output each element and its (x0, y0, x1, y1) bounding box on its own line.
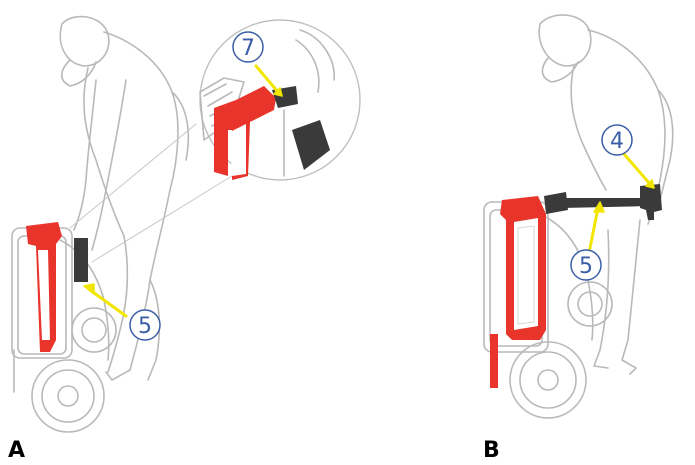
zoom-detail-circle (200, 20, 360, 180)
handle-block-a (74, 238, 88, 282)
callout-5-b: 5 (571, 250, 601, 280)
callout-label: 4 (610, 129, 624, 154)
wheelchair-folded-a (12, 228, 116, 432)
panel-a-illustration (12, 17, 360, 432)
callout-label: 7 (241, 36, 255, 61)
callout-5-a: 5 (130, 310, 160, 340)
callout-label: 5 (138, 314, 152, 339)
callout-7-a: 7 (233, 32, 263, 62)
callout-label: 5 (579, 254, 593, 279)
person-figure-a (60, 17, 188, 380)
panel-b-illustration (484, 15, 673, 418)
handle-bar-b (544, 184, 662, 220)
red-frame-a (26, 222, 62, 352)
panel-label-a: A (8, 440, 25, 462)
callout-4-b: 4 (602, 125, 632, 155)
panel-label-b: B (483, 440, 500, 462)
red-frame-b (490, 196, 546, 388)
